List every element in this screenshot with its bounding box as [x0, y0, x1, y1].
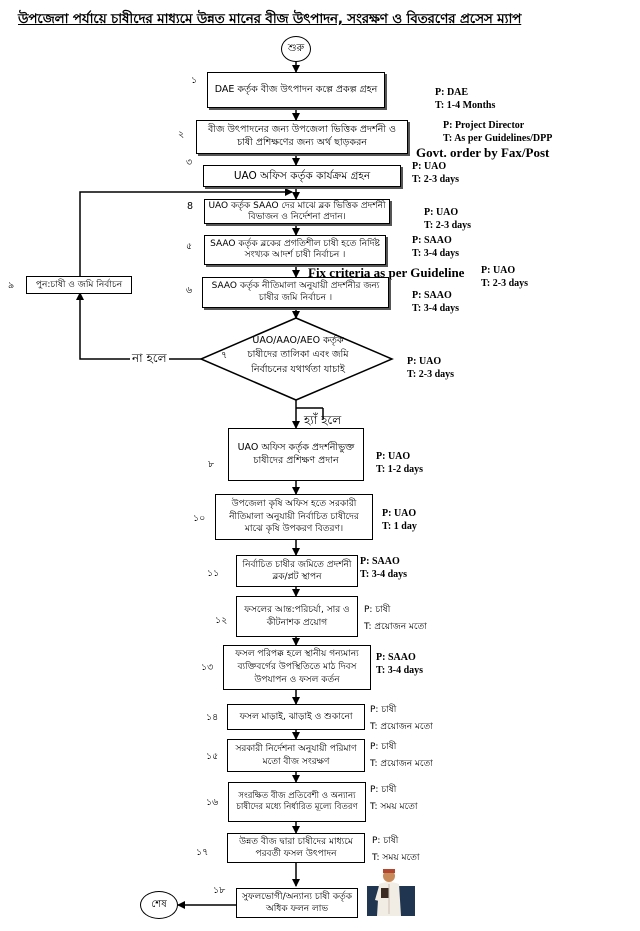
step-8-number: ৮ — [208, 459, 215, 470]
step-15-note: P: চাষীT: প্রয়োজন মতো — [370, 742, 433, 770]
yes-branch-label: হ্যাঁ হলে — [304, 413, 342, 427]
step-11-number: ১১ — [207, 568, 220, 579]
step-4-box: UAO কর্তৃক SAAO দের মাঝে ব্লক ভিত্তিক প্… — [204, 199, 390, 224]
step-14-note: P: চাষীT: প্রয়োজন মতো — [370, 705, 433, 733]
end-node: শেষ — [140, 891, 178, 919]
fix-criteria-annotation: Fix criteria as per Guideline — [308, 265, 465, 280]
step-2-number: ২ — [178, 129, 185, 140]
step-1-box: DAE কর্তৃক বীজ উৎপাদন কল্পে প্রকল্প গ্রহ… — [207, 72, 385, 108]
step-4-number: 8 — [187, 201, 194, 212]
step-3-box: UAO অফিস কর্তৃক কার্যক্রম গ্রহন — [203, 165, 401, 187]
step-14-number: ১৪ — [206, 712, 219, 723]
step-1-number: ১ — [191, 75, 198, 86]
step-3-number: ৩ — [186, 157, 193, 168]
page-title: উপজেলা পর্যায়ে চাষীদের মাধ্যমে উন্নত মা… — [18, 11, 522, 27]
step-11-box: নির্বাচিত চাষীর জমিতে প্রদর্শনী ব্লক/প্ল… — [236, 555, 358, 587]
step-17-box: উন্নত বীজ দ্বারা চাষীদের মাধ্যমে পরবর্তী… — [227, 833, 365, 863]
step-8-box: UAO অফিস কর্তৃক প্রদর্শনীভুক্ত চাষীদের প… — [228, 428, 364, 481]
step-10-box: উপজেলা কৃষি অফিস হতে সরকারী নীতিমালা অনু… — [215, 494, 373, 540]
step-6-number: ৬ — [186, 285, 193, 296]
step-7-number: ৭ — [221, 350, 228, 361]
step-12-number: ১২ — [215, 615, 228, 626]
step-16-note: P: চাষীT: সময় মতো — [370, 785, 418, 813]
farmer-illustration — [367, 869, 415, 916]
no-branch-label: না হলে — [130, 350, 169, 370]
step-16-box: সংরক্ষিত বীজ প্রতিবেশী ও অন্যান্য চাষীদে… — [228, 782, 366, 822]
step-10-number: ১০ — [193, 513, 206, 524]
step-9-box: পুন:চাষী ও জমি নির্বাচন — [26, 276, 132, 294]
govt-order-annotation: Govt. order by Fax/Post — [416, 145, 550, 160]
start-node: শুরু — [281, 36, 311, 62]
step-17-number: ১৭ — [196, 847, 209, 858]
step-13-box: ফসল পরিপক্ক হলে স্থানীয় গন্যমান্য ব্যক্… — [223, 645, 371, 690]
step-7-text: UAO/AAO/AEO কর্তৃক চাষীদের তালিকা এবং জম… — [247, 335, 349, 375]
step-2-box: বীজ উৎপাদনের জন্য উপজেলা ভিত্তিক প্রদর্শ… — [196, 120, 408, 154]
step-6-box: SAAO কর্তৃক নীতিমালা অনুযায়ী প্রদর্শনীর… — [202, 277, 389, 308]
step-12-note: P: চাষীT: প্রয়োজন মতো — [364, 605, 427, 633]
step-5-box: SAAO কর্তৃক ব্লকের প্রগতিশীল চাষী হতে নি… — [204, 235, 386, 265]
step-9-number: ৯ — [8, 280, 15, 291]
step-12-box: ফসলের আন্ত:পরিচর্যা, সার ও কীটনাশক প্রয়… — [236, 596, 358, 637]
step-15-box: সরকারী নির্দেশনা অনুযায়ী পরিমাণ মতো বীজ… — [227, 739, 365, 772]
step-13-number: ১৩ — [201, 662, 214, 673]
step-18-number: ১৮ — [213, 885, 226, 896]
step-15-number: ১৫ — [206, 751, 219, 762]
step-14-box: ফসল মাড়াই, ঝাড়াই ও শুকানো — [227, 704, 365, 730]
arrow-9-loop — [79, 188, 293, 278]
step-5-number: ৫ — [186, 241, 193, 252]
step-17-note: P: চাষীT: সময় মতো — [372, 836, 420, 864]
step-16-number: ১৬ — [206, 797, 219, 808]
step-18-box: সুফলভোগী/অন্যান্য চাষী কর্তৃক অধিক ফলন ল… — [236, 888, 358, 918]
